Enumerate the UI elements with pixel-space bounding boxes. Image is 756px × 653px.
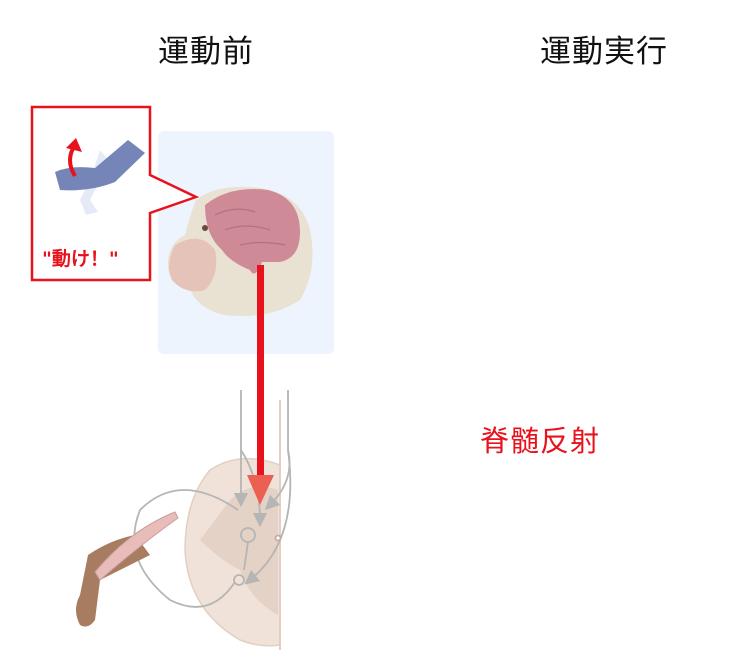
- title-movement-execution: 運動実行: [540, 34, 668, 70]
- spinal-cord-left: [184, 400, 281, 650]
- arm-left: [76, 511, 179, 627]
- monkey-head-left: [167, 186, 313, 316]
- title-before-movement: 運動前: [158, 34, 254, 70]
- descending-pathway-left: [247, 265, 274, 505]
- speech-bubble-text-move: "動け！": [42, 248, 119, 270]
- left-panel: [30, 105, 334, 650]
- hand-with-arrow-icon: [55, 138, 145, 215]
- spinal-reflex-label: 脊髄反射: [480, 424, 601, 458]
